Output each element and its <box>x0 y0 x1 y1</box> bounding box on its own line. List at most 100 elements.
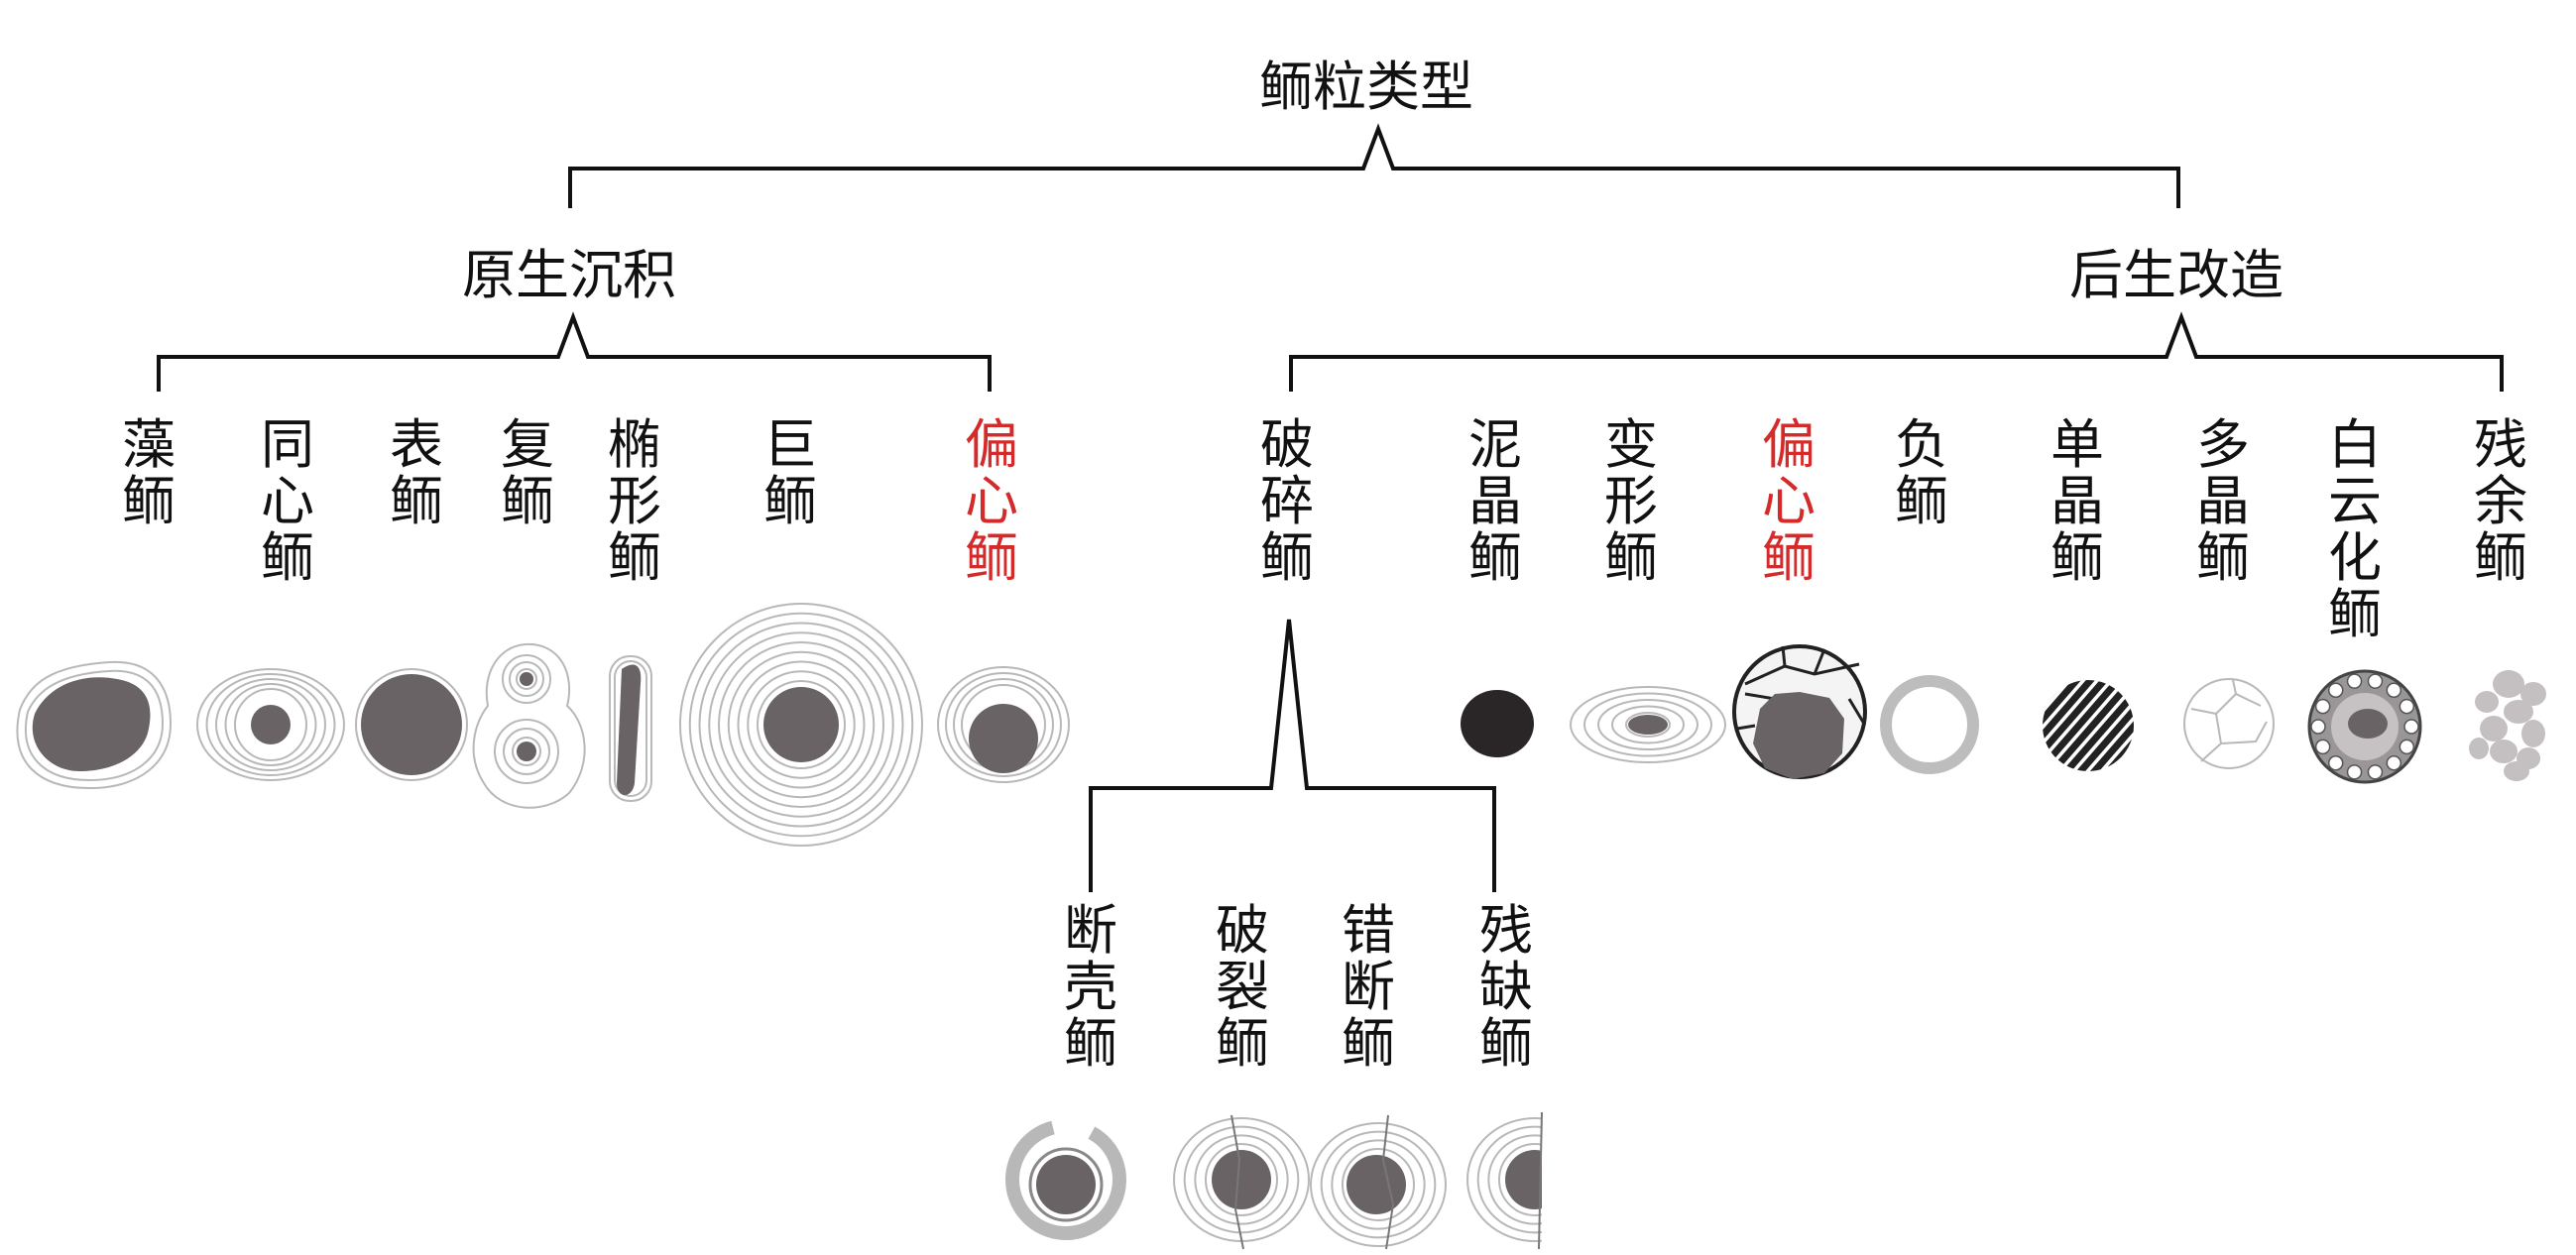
core <box>617 664 642 795</box>
incomplete-oolite-icon <box>1466 1111 1543 1250</box>
negative-oolite-icon <box>1880 675 1979 774</box>
label-superficial-oolite: 表 鲕 <box>390 413 443 532</box>
broken-shell <box>1005 1119 1126 1240</box>
label-eccentric-oolite-2: 偏 心 鲕 <box>1762 413 1815 589</box>
shell-broken-oolite-icon <box>1005 1119 1126 1240</box>
ring <box>727 650 876 799</box>
label-cracked-oolite: 破 裂 鲕 <box>1216 899 1269 1075</box>
fragment <box>2504 700 2533 724</box>
label-eccentric-oolite: 偏 心 鲕 <box>965 413 1018 589</box>
core <box>2348 709 2388 739</box>
label-deformed-oolite: 变 形 鲕 <box>1604 413 1658 589</box>
label-residual-oolite: 残 余 鲕 <box>2474 413 2527 589</box>
ring <box>512 737 541 766</box>
crystal <box>2310 719 2326 735</box>
grain-boundary <box>2232 679 2237 695</box>
label-faulted-oolite: 错 断 鲕 <box>1342 899 1395 1075</box>
crystal <box>2399 698 2415 715</box>
ring <box>718 641 884 808</box>
ring <box>698 622 904 828</box>
root-title: 鲕粒类型 <box>1259 56 1473 118</box>
crystal <box>2327 754 2344 771</box>
ring <box>224 683 317 766</box>
ring <box>614 660 647 797</box>
fragment <box>2490 740 2517 763</box>
core <box>1036 1155 1096 1214</box>
ring <box>234 688 307 761</box>
elliptic-oolite-icon <box>609 655 652 802</box>
ring <box>1205 1143 1278 1216</box>
core <box>969 704 1038 773</box>
fragment <box>2469 738 2489 759</box>
hatch-line <box>2053 680 2134 771</box>
ring <box>1597 699 1698 750</box>
dolomitized-oolite-icon <box>2307 669 2422 784</box>
ring <box>708 631 894 818</box>
secondary-bracket <box>1289 311 2504 392</box>
outline <box>472 642 586 809</box>
label-giant-oolite: 巨 鲕 <box>763 413 817 532</box>
ring <box>502 654 551 704</box>
ring <box>1331 1139 1426 1230</box>
crystal <box>2346 764 2363 780</box>
hatch-line <box>2043 680 2089 771</box>
ring <box>1583 692 1712 757</box>
ring <box>609 655 652 802</box>
broken-bracket <box>1089 619 1496 892</box>
crystal <box>2399 739 2415 755</box>
crack <box>1813 648 1826 675</box>
ring <box>1310 1122 1447 1247</box>
hatch-line <box>2043 680 2103 771</box>
label-incomplete-oolite: 残 缺 鲕 <box>1479 899 1533 1075</box>
polycrystal-oolite-icon <box>2183 678 2275 769</box>
crystal <box>2367 673 2384 689</box>
crack <box>1230 1114 1244 1250</box>
label-negative-oolite: 负 鲕 <box>1895 413 1948 532</box>
crystal <box>2386 754 2402 771</box>
crystal <box>2346 673 2363 689</box>
primary-branch-title: 原生沉积 <box>462 244 676 306</box>
crystal <box>2367 764 2384 780</box>
deformed-oolite-icon <box>1570 686 1726 763</box>
core <box>763 687 839 762</box>
core <box>517 742 536 761</box>
fragment <box>2521 720 2545 747</box>
hatch-line <box>2109 680 2134 771</box>
ring <box>355 668 468 781</box>
label-compound-oolite: 复 鲕 <box>501 413 554 532</box>
primary-bracket <box>157 311 992 392</box>
crystal <box>2314 698 2331 715</box>
cracked-oolite-icon <box>1173 1114 1310 1250</box>
ring <box>737 660 866 789</box>
ring <box>1487 1134 1542 1225</box>
tree-connectors <box>157 123 2504 892</box>
hatch-line <box>2043 680 2075 771</box>
fragment <box>2480 716 2508 742</box>
label-shell-broken-oolite: 断 壳 鲕 <box>1064 899 1117 1075</box>
ring <box>688 612 914 838</box>
outline <box>25 669 165 782</box>
crack <box>1736 724 1756 731</box>
label-polycrystal-oolite: 多 晶 鲕 <box>2196 413 2250 589</box>
fault <box>1381 1114 1395 1250</box>
crack <box>1781 645 1787 667</box>
hatch-line <box>2043 680 2134 771</box>
core <box>32 677 151 771</box>
compound-oolite-icon <box>472 642 586 809</box>
label-monocrystal-oolite: 单 晶 鲕 <box>2050 413 2104 589</box>
root-bracket <box>568 123 2180 208</box>
crystal <box>2327 682 2344 699</box>
micritic-oolite-icon <box>1461 690 1534 757</box>
ring <box>509 661 544 697</box>
ring <box>516 668 537 690</box>
fragment <box>2504 761 2529 781</box>
crack <box>1744 662 1860 686</box>
label-algal-oolite: 藻 鲕 <box>122 413 176 532</box>
ring <box>215 678 326 771</box>
secondary-branch-title: 后生改造 <box>2069 244 2283 306</box>
faulted-oolite-icon <box>1310 1114 1447 1250</box>
core <box>361 674 462 775</box>
rim <box>1880 675 1979 774</box>
ring <box>757 680 846 769</box>
ring <box>1570 686 1726 763</box>
